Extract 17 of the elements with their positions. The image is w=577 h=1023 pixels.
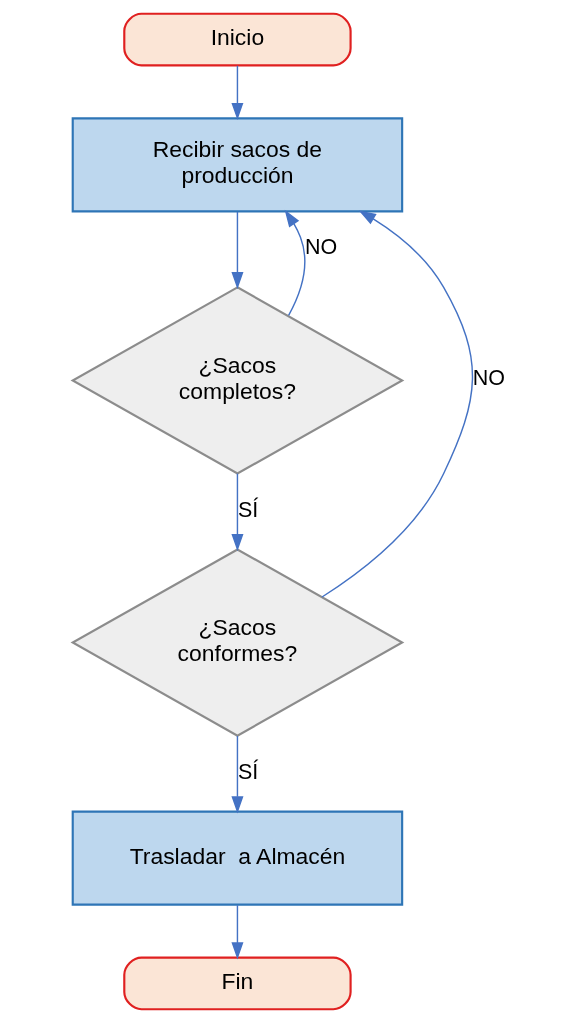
node-box: Recibir sacos de producción xyxy=(71,117,403,213)
arrow xyxy=(230,735,243,814)
edge-label: SÍ xyxy=(237,497,258,522)
node-box: Inicio xyxy=(122,12,352,67)
arrow xyxy=(320,210,473,598)
edge-label: SÍ xyxy=(237,759,258,784)
edge-label: NO xyxy=(472,366,505,391)
node-diamond: ¿Sacos conformes? xyxy=(70,548,404,737)
arrow xyxy=(230,211,243,290)
node-box: Fin xyxy=(122,956,352,1011)
edge-label: NO xyxy=(304,235,337,260)
arrow xyxy=(230,904,243,960)
arrow xyxy=(230,472,243,552)
node-box: Trasladar a Almacén xyxy=(71,810,403,906)
arrow xyxy=(230,65,243,121)
arrow xyxy=(284,209,305,317)
node-diamond: ¿Sacos completos? xyxy=(70,286,404,475)
